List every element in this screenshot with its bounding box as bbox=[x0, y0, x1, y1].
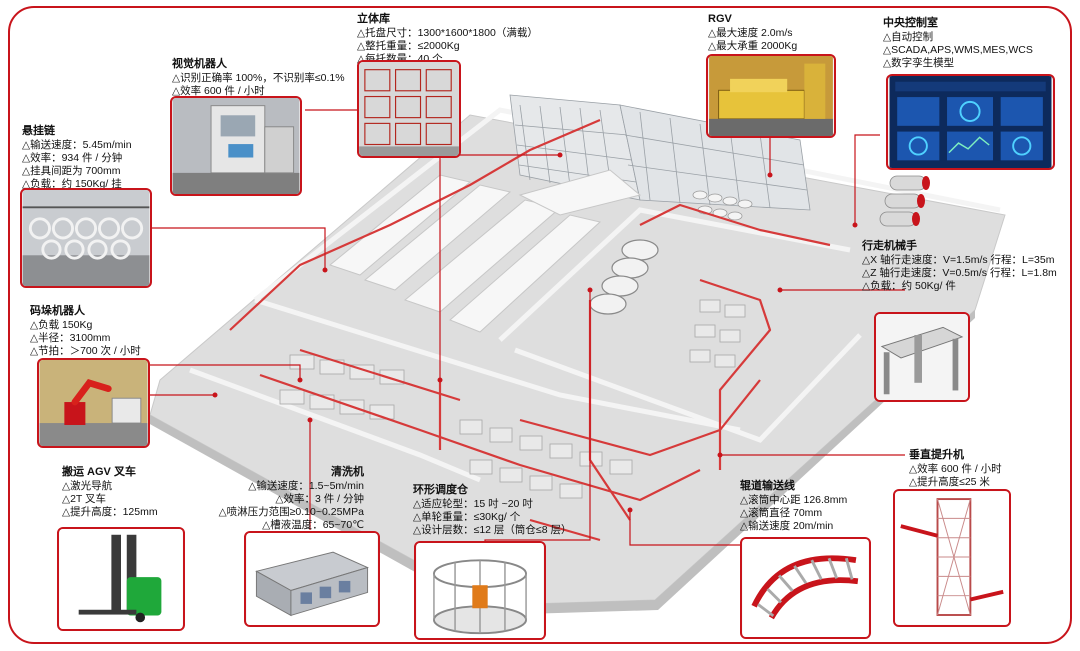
callout-washer: 清洗机 △输送速度：1.5~5m/min △效率：3 件 / 分钟 △喷淋压力范… bbox=[188, 466, 364, 532]
callout-line: △最大承重 2000Kg bbox=[708, 40, 798, 52]
callout-roller-conveyor: 辊道输送线 △滚筒中心距 126.8mm △滚筒直径 70mm △输送速度 20… bbox=[740, 480, 847, 533]
long-process-buildings bbox=[328, 169, 642, 333]
callout-line: △单轮重量：≤30Kg/ 个 bbox=[413, 511, 521, 523]
callout-line: △效率 600 件 / 小时 bbox=[172, 85, 265, 97]
callout-vision-robot: 视觉机器人 △识别正确率 100%，不识别率≤0.1% △效率 600 件 / … bbox=[172, 58, 345, 98]
workstation-grid bbox=[279, 299, 746, 499]
callout-line: △输送速度：5.45m/min bbox=[22, 139, 132, 151]
palletizing-robot-photo bbox=[37, 358, 150, 448]
callout-ring-buffer: 环形调度仓 △适应轮型：15 吋 ~20 吋 △单轮重量：≤30Kg/ 个 △设… bbox=[413, 484, 571, 537]
callout-line: △Z 轴行走速度：V=0.5m/s 行程：L=1.8m bbox=[862, 267, 1057, 279]
rgv-photo bbox=[706, 54, 836, 138]
callout-line: △负载：约 150Kg/ 挂 bbox=[22, 178, 122, 190]
vertical-lift-photo bbox=[893, 489, 1011, 627]
callout-line: △负载：约 50Kg/ 件 bbox=[862, 280, 956, 292]
hanging-chain-photo bbox=[20, 188, 152, 288]
callout-line: △设计层数：≤12 层（筒仓≤8 层） bbox=[413, 524, 572, 536]
callout-title: 垂直提升机 bbox=[909, 449, 964, 461]
washer-photo bbox=[244, 531, 380, 627]
callout-rgv: RGV △最大速度 2.0m/s △最大承重 2000Kg bbox=[708, 13, 797, 53]
callout-title: 搬运 AGV 叉车 bbox=[62, 466, 136, 478]
callout-vertical-lift: 垂直提升机 △效率 600 件 / 小时 △提升高度≤25 米 bbox=[909, 449, 1002, 489]
callout-line: △槽液温度：65~70℃ bbox=[262, 519, 364, 531]
stereo-warehouse-photo bbox=[357, 60, 461, 158]
callout-line: △滚筒直径 70mm bbox=[740, 507, 823, 519]
callout-line: △滚筒中心距 126.8mm bbox=[740, 494, 848, 506]
control-room-photo bbox=[886, 74, 1055, 170]
ring-buffer-photo bbox=[414, 541, 546, 640]
callout-title: 辊道输送线 bbox=[740, 480, 795, 492]
callout-line: △最大速度 2.0m/s bbox=[708, 27, 793, 39]
callout-line: △托盘尺寸：1300*1600*1800（满载） bbox=[357, 27, 538, 39]
callout-palletizing-robot: 码垛机器人 △负载 150Kg △半径：3100mm △节拍：＞700 次 / … bbox=[30, 305, 141, 358]
callout-line: △挂具间距为 700mm bbox=[22, 165, 121, 177]
callout-line: △提升高度≤25 米 bbox=[909, 476, 990, 488]
callout-line: △激光导航 bbox=[62, 480, 113, 492]
floor-front-edge bbox=[148, 310, 975, 615]
callout-line: △喷淋压力范围≥0.10~0.25MPa bbox=[218, 506, 364, 518]
callout-title: 行走机械手 bbox=[862, 240, 917, 252]
callout-title: 视觉机器人 bbox=[172, 58, 227, 70]
callout-hanging-chain: 悬挂链 △输送速度：5.45m/min △效率：934 件 / 分钟 △挂具间距… bbox=[22, 125, 132, 191]
callout-line: △负载 150Kg bbox=[30, 319, 93, 331]
callout-line: △整托重量：≤2000Kg bbox=[357, 40, 460, 52]
wall-partitions bbox=[189, 107, 1001, 483]
callout-title: 中央控制室 bbox=[883, 17, 938, 29]
callout-line: △输送速度：1.5~5m/min bbox=[248, 480, 364, 492]
vision-robot-photo bbox=[170, 96, 302, 196]
callout-title: 清洗机 bbox=[331, 466, 364, 478]
callout-line: △效率 600 件 / 小时 bbox=[909, 463, 1002, 475]
callout-title: 立体库 bbox=[357, 13, 390, 25]
callout-line: △识别正确率 100%，不识别率≤0.1% bbox=[172, 72, 345, 84]
callout-title: 码垛机器人 bbox=[30, 305, 85, 317]
leader-lines bbox=[150, 109, 905, 546]
agv-forklift-photo bbox=[57, 527, 185, 631]
callout-control-room: 中央控制室 △自动控制 △SCADA,APS,WMS,MES,WCS △数字孪生… bbox=[883, 17, 1033, 70]
callout-line: △SCADA,APS,WMS,MES,WCS bbox=[883, 44, 1033, 56]
callout-line: △提升高度：125mm bbox=[62, 506, 158, 518]
ring-buffer-silos bbox=[589, 239, 659, 315]
callout-line: △半径：3100mm bbox=[30, 332, 111, 344]
callout-gantry-manipulator: 行走机械手 △X 轴行走速度：V=1.5m/s 行程：L=35m △Z 轴行走速… bbox=[862, 240, 1057, 293]
callout-title: 悬挂链 bbox=[22, 125, 55, 137]
callout-line: △效率：3 件 / 分钟 bbox=[275, 493, 364, 505]
callout-agv-forklift: 搬运 AGV 叉车 △激光导航 △2T 叉车 △提升高度：125mm bbox=[62, 466, 158, 519]
storage-tanks bbox=[692, 190, 753, 221]
callout-title: RGV bbox=[708, 13, 732, 25]
callout-line: △节拍：＞700 次 / 小时 bbox=[30, 345, 141, 357]
gantry-manipulator-photo bbox=[874, 312, 970, 402]
callout-title: 环形调度仓 bbox=[413, 484, 468, 496]
callout-line: △2T 叉车 bbox=[62, 493, 107, 505]
callout-stereo-warehouse: 立体库 △托盘尺寸：1300*1600*1800（满载） △整托重量：≤2000… bbox=[357, 13, 538, 66]
outdoor-tanks bbox=[879, 175, 927, 227]
conveyor-network bbox=[229, 118, 831, 542]
callout-line: △数字孪生模型 bbox=[883, 57, 955, 69]
callout-line: △自动控制 bbox=[883, 31, 934, 43]
callout-line: △适应轮型：15 吋 ~20 吋 bbox=[413, 498, 533, 510]
roller-conveyor-photo bbox=[740, 537, 871, 639]
callout-line: △输送速度 20m/min bbox=[740, 520, 834, 532]
callout-line: △X 轴行走速度：V=1.5m/s 行程：L=35m bbox=[862, 254, 1055, 266]
callout-line: △效率：934 件 / 分钟 bbox=[22, 152, 123, 164]
